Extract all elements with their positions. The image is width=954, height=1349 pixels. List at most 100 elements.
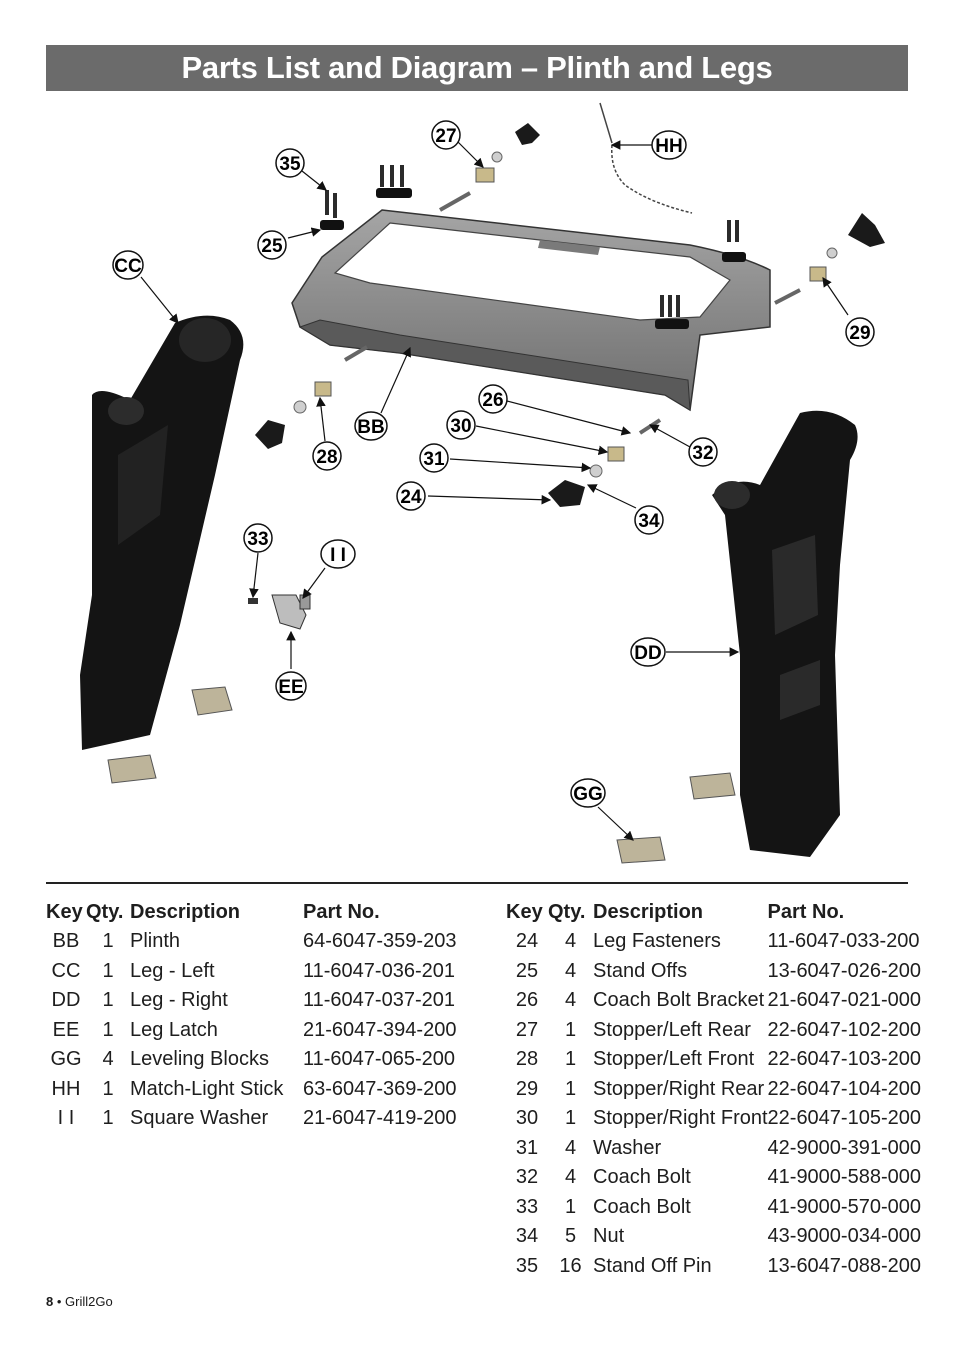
cell-part-no: 43-9000-034-000 (767, 1225, 921, 1248)
cell-part-no: 11-6047-037-201 (303, 989, 455, 1012)
cell-key: I I (57, 1107, 75, 1130)
header-part-no: Part No. (767, 900, 845, 923)
callout-label: 35 (279, 154, 301, 175)
cell-qty: 1 (564, 1107, 577, 1130)
knob-right-icon (848, 213, 885, 247)
cell-part-no: 21-6047-419-200 (303, 1107, 457, 1130)
callout-25: 25 (257, 230, 287, 260)
cell-description: Stopper/Right Front (593, 1107, 768, 1130)
table-header-row: Key Qty. Description Part No. (46, 897, 456, 927)
callout-label: 29 (849, 323, 870, 344)
cell-key: 25 (515, 959, 539, 982)
callout-35: 35 (275, 148, 305, 178)
header-part-no: Part No. (303, 900, 380, 923)
page-footer: 8 • Grill2Go (46, 1294, 113, 1309)
callout-dd: DD (630, 637, 666, 667)
callout-33: 33 (243, 523, 273, 553)
callout-label: 25 (261, 236, 283, 257)
cell-description: Washer (593, 1136, 662, 1159)
callout-label: 28 (316, 447, 337, 468)
cell-description: Coach Bolt Bracket (593, 989, 765, 1012)
cell-key: 35 (515, 1254, 539, 1277)
washers-icon (293, 151, 838, 478)
callout-label: 31 (423, 449, 445, 470)
callout-label: CC (114, 256, 142, 277)
cell-qty: 1 (102, 1107, 114, 1130)
cell-qty: 1 (564, 1018, 577, 1041)
cell-part-no: 22-6047-102-200 (767, 1018, 921, 1041)
callout-27: 27 (431, 120, 461, 150)
leg-latch-icon (248, 594, 311, 630)
cell-key: BB (52, 930, 80, 953)
cell-key: 24 (515, 930, 539, 953)
callout-31: 31 (419, 443, 449, 473)
header-qty: Qty. (86, 900, 124, 923)
callout-30: 30 (446, 410, 476, 440)
cell-qty: 1 (102, 989, 114, 1012)
cell-qty: 1 (102, 930, 114, 953)
leveling-blocks-icon (107, 686, 736, 864)
cell-qty: 1 (564, 1077, 577, 1100)
callout-29: 29 (845, 317, 875, 347)
cell-part-no: 41-9000-570-000 (767, 1195, 921, 1218)
callout-label: 34 (638, 511, 660, 532)
callout-gg: GG (570, 778, 606, 808)
cell-qty: 16 (559, 1254, 582, 1277)
callout-label: 32 (692, 443, 713, 464)
callout-label: I I (330, 545, 346, 566)
callout-label: HH (655, 136, 682, 157)
cell-key: 27 (515, 1018, 539, 1041)
cell-qty: 1 (564, 1195, 577, 1218)
cell-key: 26 (515, 989, 539, 1012)
cell-part-no: 21-6047-394-200 (303, 1018, 457, 1041)
callout-label: 24 (400, 487, 422, 508)
cell-part-no: 63-6047-369-200 (303, 1077, 457, 1100)
cell-key: 28 (515, 1048, 539, 1071)
standoff-pins-icon (325, 165, 739, 317)
header-key: Key (46, 900, 83, 923)
cell-qty: 1 (102, 959, 114, 982)
footer-separator: • (56, 1294, 62, 1309)
cell-part-no: 13-6047-088-200 (767, 1254, 921, 1277)
callout-34: 34 (634, 505, 664, 535)
callout-ee: EE (275, 671, 307, 701)
cell-description: Coach Bolt (593, 1195, 691, 1218)
callout-label: 26 (482, 390, 503, 411)
cell-part-no: 64-6047-359-203 (303, 930, 457, 953)
callout-label: 27 (435, 126, 456, 147)
cell-description: Nut (593, 1225, 625, 1248)
callout-26: 26 (478, 384, 508, 414)
bolt-front-right (638, 418, 662, 435)
callout-label: 30 (450, 416, 471, 437)
cell-description: Match-Light Stick (130, 1077, 284, 1100)
cell-qty: 1 (102, 1018, 114, 1041)
callout-24: 24 (396, 481, 426, 511)
cell-key: 29 (515, 1077, 539, 1100)
callout-bb: BB (354, 411, 388, 441)
cell-qty: 5 (564, 1225, 577, 1248)
cell-part-no: 11-6047-033-200 (767, 930, 920, 953)
cell-description: Leveling Blocks (130, 1048, 269, 1071)
cell-key: DD (51, 989, 81, 1012)
cell-qty: 1 (102, 1077, 114, 1100)
cell-part-no: 42-9000-391-000 (767, 1136, 921, 1159)
stopper-27-shape (475, 167, 495, 183)
callout-28: 28 (312, 441, 342, 471)
footer-product: Grill2Go (65, 1294, 113, 1309)
